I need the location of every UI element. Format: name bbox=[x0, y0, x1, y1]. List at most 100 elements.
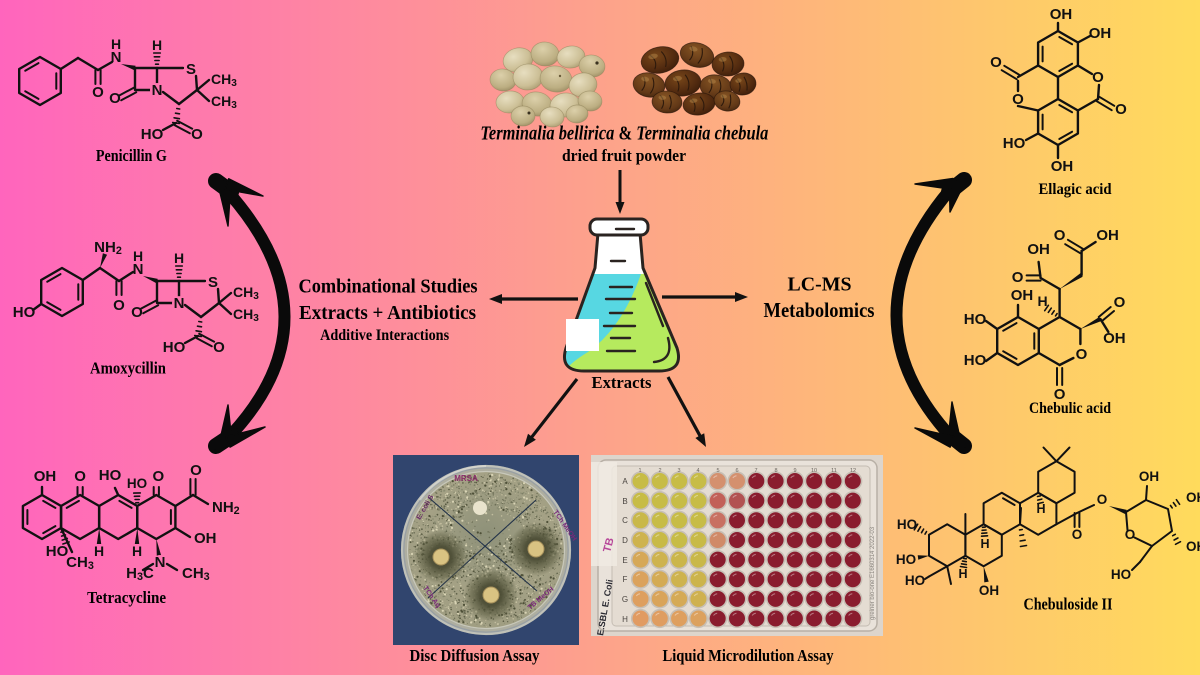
svg-text:4: 4 bbox=[696, 468, 699, 474]
svg-text:Ellagic acid: Ellagic acid bbox=[1039, 181, 1112, 198]
svg-text:HO: HO bbox=[1111, 567, 1131, 582]
svg-text:OH: OH bbox=[1096, 227, 1119, 244]
svg-text:H3C: H3C bbox=[126, 565, 154, 583]
svg-text:H: H bbox=[152, 37, 162, 53]
svg-text:OH: OH bbox=[1186, 490, 1200, 505]
svg-text:2: 2 bbox=[658, 468, 661, 474]
svg-text:8: 8 bbox=[774, 468, 777, 474]
svg-text:O: O bbox=[191, 126, 203, 143]
svg-text:11: 11 bbox=[831, 468, 837, 474]
svg-text:HO: HO bbox=[905, 573, 925, 588]
svg-text:H: H bbox=[622, 615, 628, 624]
svg-text:OH: OH bbox=[1139, 469, 1159, 484]
svg-text:H: H bbox=[94, 543, 104, 559]
svg-text:greiner bio-one E1660314 202: greiner bio-one E1660314 2022-03 bbox=[870, 526, 876, 620]
svg-text:OH: OH bbox=[1051, 158, 1074, 175]
svg-text:12: 12 bbox=[850, 468, 856, 474]
svg-text:N: N bbox=[133, 261, 144, 278]
svg-text:HO: HO bbox=[127, 476, 147, 491]
svg-text:Additive Interactions: Additive Interactions bbox=[320, 327, 449, 344]
svg-text:O: O bbox=[1054, 386, 1066, 403]
svg-text:OH: OH bbox=[1011, 287, 1034, 304]
svg-text:O: O bbox=[190, 462, 202, 479]
svg-text:OH: OH bbox=[979, 583, 999, 598]
svg-text:H: H bbox=[958, 567, 967, 581]
svg-text:Chebuloside II: Chebuloside II bbox=[1024, 595, 1113, 614]
svg-text:Extracts: Extracts bbox=[592, 373, 652, 392]
svg-text:O: O bbox=[131, 304, 143, 321]
svg-text:HO: HO bbox=[896, 552, 916, 567]
svg-text:N: N bbox=[155, 554, 166, 571]
svg-text:6: 6 bbox=[735, 468, 738, 474]
svg-text:OH: OH bbox=[1027, 241, 1050, 258]
svg-text:HO: HO bbox=[163, 339, 186, 356]
svg-text:Chebulic acid: Chebulic acid bbox=[1029, 400, 1111, 417]
svg-text:S: S bbox=[208, 274, 218, 291]
svg-text:O: O bbox=[152, 468, 164, 485]
svg-text:Penicillin G: Penicillin G bbox=[96, 146, 167, 165]
svg-text:H: H bbox=[1036, 502, 1045, 516]
svg-text:HO: HO bbox=[964, 311, 987, 328]
svg-text:HO: HO bbox=[13, 304, 36, 321]
svg-text:N: N bbox=[111, 49, 122, 66]
svg-text:O: O bbox=[1076, 346, 1088, 363]
svg-text:Combinational Studies: Combinational Studies bbox=[299, 276, 478, 298]
svg-text:Tetracycline: Tetracycline bbox=[87, 588, 166, 607]
svg-text:7: 7 bbox=[754, 468, 757, 474]
svg-text:9: 9 bbox=[793, 468, 796, 474]
svg-text:MRSA: MRSA bbox=[454, 474, 478, 483]
svg-text:E: E bbox=[622, 556, 627, 565]
svg-text:A: A bbox=[622, 477, 628, 486]
svg-text:O: O bbox=[1114, 294, 1126, 311]
svg-text:O: O bbox=[990, 54, 1002, 71]
svg-text:O: O bbox=[92, 84, 104, 101]
svg-text:CH3: CH3 bbox=[66, 554, 94, 572]
svg-text:Metabolomics: Metabolomics bbox=[764, 298, 875, 322]
svg-text:OH: OH bbox=[194, 530, 217, 547]
svg-text:O: O bbox=[1012, 269, 1024, 286]
svg-text:H: H bbox=[1038, 293, 1048, 309]
svg-text:5: 5 bbox=[716, 468, 719, 474]
svg-text:3: 3 bbox=[677, 468, 680, 474]
svg-text:OH: OH bbox=[1186, 539, 1200, 554]
svg-text:TB: TB bbox=[601, 536, 616, 553]
svg-text:NH2: NH2 bbox=[94, 239, 122, 257]
svg-text:OH: OH bbox=[1050, 6, 1073, 23]
svg-text:HO: HO bbox=[897, 517, 917, 532]
svg-text:Disc Diffusion Assay: Disc Diffusion Assay bbox=[410, 646, 540, 665]
svg-text:F: F bbox=[623, 575, 628, 584]
svg-text:C: C bbox=[622, 516, 628, 525]
svg-text:CH3: CH3 bbox=[211, 93, 237, 111]
svg-text:Terminalia bellirica & Termina: Terminalia bellirica & Terminalia chebul… bbox=[480, 123, 768, 145]
svg-text:O: O bbox=[1125, 527, 1136, 542]
svg-text:O: O bbox=[74, 468, 86, 485]
svg-text:dried fruit powder: dried fruit powder bbox=[562, 146, 686, 165]
svg-text:H: H bbox=[133, 248, 143, 264]
svg-text:CH3: CH3 bbox=[211, 71, 237, 89]
svg-text:S: S bbox=[186, 61, 196, 78]
svg-text:O: O bbox=[213, 339, 225, 356]
svg-text:CH3: CH3 bbox=[233, 284, 259, 302]
svg-text:OH: OH bbox=[34, 468, 57, 485]
svg-text:NH2: NH2 bbox=[212, 499, 240, 517]
svg-text:OH: OH bbox=[1089, 25, 1112, 42]
svg-text:O: O bbox=[1115, 101, 1127, 118]
svg-text:Amoxycillin: Amoxycillin bbox=[90, 359, 166, 378]
svg-text:O: O bbox=[109, 90, 121, 107]
svg-text:HO: HO bbox=[1003, 135, 1026, 152]
svg-text:HO: HO bbox=[964, 352, 987, 369]
svg-text:H: H bbox=[132, 543, 142, 559]
svg-text:G: G bbox=[622, 595, 628, 604]
svg-text:OH: OH bbox=[1103, 330, 1126, 347]
svg-text:N: N bbox=[152, 82, 163, 99]
svg-text:HO: HO bbox=[46, 543, 69, 560]
svg-text:LC-MS: LC-MS bbox=[788, 274, 852, 296]
svg-text:O: O bbox=[113, 297, 125, 314]
svg-text:O: O bbox=[1054, 227, 1066, 244]
svg-text:H: H bbox=[980, 537, 989, 551]
svg-text:Liquid Microdilution Assay: Liquid Microdilution Assay bbox=[663, 646, 834, 665]
svg-text:O: O bbox=[1097, 492, 1108, 507]
svg-text:H: H bbox=[174, 250, 184, 266]
svg-text:HO: HO bbox=[141, 126, 164, 143]
svg-text:D: D bbox=[622, 536, 628, 545]
